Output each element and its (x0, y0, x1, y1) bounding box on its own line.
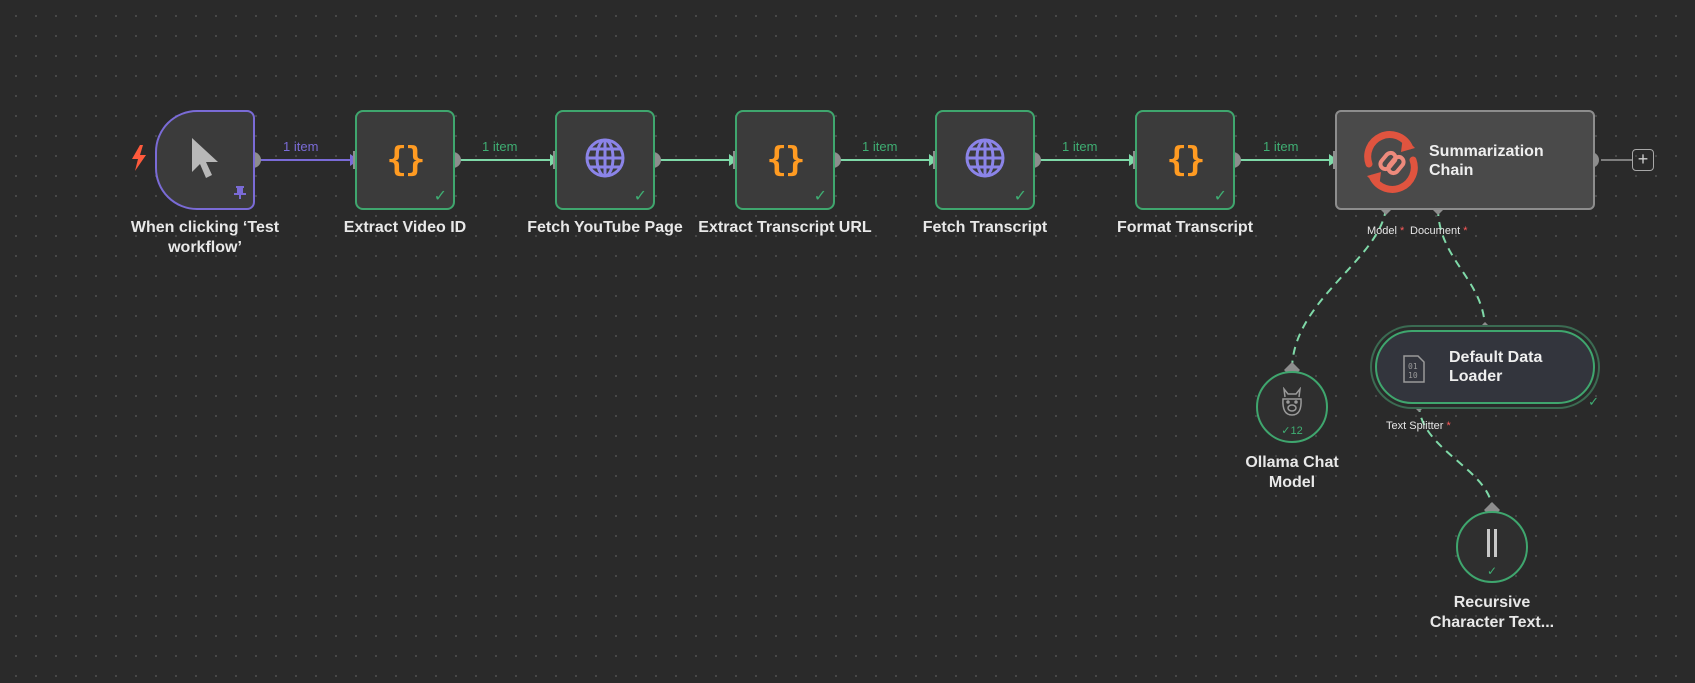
model-port-label: Model * (1367, 225, 1405, 237)
node-extract-video-id[interactable]: {} ✓ (355, 110, 455, 210)
globe-icon (964, 137, 1006, 184)
braces-icon: {} (766, 140, 806, 180)
node-manual-trigger[interactable] (155, 110, 255, 210)
node-recursive-text-splitter[interactable]: ✓ (1456, 511, 1528, 583)
connection-document-loader[interactable] (1437, 207, 1486, 331)
node-label: When clicking ‘Test workflow’ (130, 219, 280, 256)
node-title: Summarization Chain (1429, 143, 1544, 179)
node-title: Default Data Loader (1449, 349, 1543, 385)
success-check-icon: ✓ (1588, 394, 1599, 409)
svg-text:01: 01 (1408, 362, 1418, 371)
connection-model-ollama[interactable] (1291, 207, 1387, 371)
success-check-icon: ✓ (1213, 188, 1227, 205)
llama-icon (1278, 385, 1306, 422)
node-label: Ollama Chat Model (1245, 454, 1339, 491)
cursor-icon (188, 136, 222, 185)
success-check-icon: ✓ (1013, 188, 1027, 205)
node-summarization-chain[interactable]: Summarization Chain (1335, 110, 1595, 210)
success-check-icon: ✓ (633, 188, 647, 205)
edge-item-count: 1 item (1263, 139, 1299, 154)
node-label: Extract Transcript URL (698, 219, 872, 236)
success-check-icon: ✓ (1486, 564, 1498, 578)
node-label: Fetch YouTube Page (527, 219, 683, 236)
node-label: Recursive Character Text... (1429, 594, 1555, 631)
node-label: Extract Video ID (343, 219, 467, 236)
braces-icon: {} (1166, 140, 1206, 180)
pin-icon (233, 185, 247, 204)
edge-item-count: 1 item (1062, 139, 1098, 154)
node-ollama-chat-model[interactable]: ✓12 (1256, 371, 1328, 443)
text-splitter-port-label: Text Splitter * (1386, 420, 1451, 432)
node-format-transcript[interactable]: {} ✓ (1135, 110, 1235, 210)
edge-item-count: 1 item (862, 139, 898, 154)
svg-text:10: 10 (1408, 371, 1418, 380)
lightning-icon (130, 145, 148, 176)
add-node-button[interactable]: + (1632, 149, 1654, 171)
braces-icon: {} (386, 140, 426, 180)
edge-item-count: 1 item (283, 139, 319, 154)
success-check-icon: ✓ (813, 188, 827, 205)
node-fetch-transcript[interactable]: ✓ (935, 110, 1035, 210)
node-extract-transcript-url[interactable]: {} ✓ (735, 110, 835, 210)
splitter-bars-icon (1484, 528, 1500, 563)
run-count-badge: ✓12 (1281, 425, 1303, 437)
node-label: Fetch Transcript (922, 219, 1048, 236)
document-port-label: Document * (1410, 225, 1468, 237)
connection-splitter-recursive[interactable] (1418, 403, 1493, 511)
edge-item-count: 1 item (482, 139, 518, 154)
success-check-icon: ✓ (433, 188, 447, 205)
chain-link-icon (1359, 130, 1423, 199)
node-label: Format Transcript (1116, 219, 1254, 236)
node-fetch-youtube-page[interactable]: ✓ (555, 110, 655, 210)
globe-icon (584, 137, 626, 184)
